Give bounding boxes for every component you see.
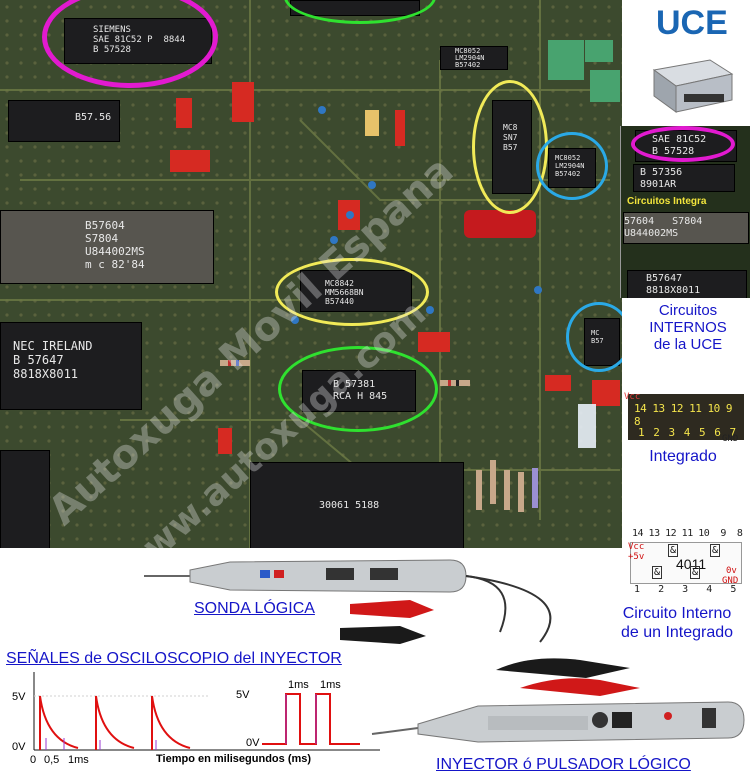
square-wave <box>262 693 360 745</box>
pulse-low-label: 0V <box>246 737 260 749</box>
pinout-chip: Vcc 14 13 12 11 10 9 8 1 2 3 4 5 6 7 GND <box>624 392 744 444</box>
decay-pulses <box>39 695 191 750</box>
gate-symbol-2: & <box>710 544 721 557</box>
lm2904-top-chip: MC8052 LM2904N B57402 <box>440 46 508 70</box>
sonda-logica-link[interactable]: SONDA LÓGICA <box>194 600 315 617</box>
yellow-highlight-ring <box>275 258 429 326</box>
integrado-caption: Integrado <box>649 448 717 465</box>
pinout-gnd: GND <box>722 434 739 444</box>
gate-chip-number: 4011 <box>676 556 707 572</box>
inset-chip-d: B57647 8818X8011 <box>627 270 747 298</box>
b57604-chip: B57604 S7804 U844002MS m c 82'84 <box>0 210 214 284</box>
gate-diagram: 14 13 12 11 10 9 8 Vcc +5v 4011 & & & & … <box>622 528 748 596</box>
decay-pulse-3 <box>151 695 191 750</box>
pink-highlight-ring <box>42 0 218 88</box>
gate-gnd: GND <box>722 576 739 586</box>
gate-vcc: Vcc <box>628 542 645 552</box>
b57604-chip-label: B57604 S7804 U844002MS m c 82'84 <box>85 219 145 271</box>
circuitos-internos-caption: Circuitos INTERNOS de la UCE <box>649 302 727 353</box>
decay-pulse-2 <box>95 695 135 750</box>
gate-plus5v: +5v <box>628 552 645 562</box>
x-axis-label: Tiempo en milisegundos (ms) <box>156 753 311 765</box>
gate-bottom-pins: 1 2 3 4 5 6 7 <box>634 584 737 595</box>
gate-chip-outline <box>630 542 742 584</box>
yellow-highlight-ring-vertical <box>472 80 548 214</box>
nec-chip-label: NEC IRELAND B 57647 8818X8011 <box>13 339 93 381</box>
pulse-width-1: 1ms <box>288 679 309 691</box>
x-tick-0: 0 <box>30 754 36 766</box>
inset-chip-d-label: B57647 8818X8011 <box>646 273 701 296</box>
inyector-link[interactable]: INYECTOR ó PULSADOR LÓGICO <box>436 756 691 773</box>
inset-banner: Circuitos Integra <box>627 196 707 207</box>
lm2904-top-chip-label: MC8052 LM2904N B57402 <box>455 47 485 69</box>
pinout-top-pins: 14 13 12 11 10 9 8 <box>634 402 732 428</box>
green-highlight-ring <box>278 346 438 432</box>
uce-title: UCE <box>656 4 728 42</box>
gate-symbol-1: & <box>668 544 679 557</box>
uce-inset-photo: SAE 81C52 B 57528 B 57356 8901AR Circuit… <box>620 126 750 298</box>
time-markers <box>45 738 157 750</box>
logic-probe-icon <box>144 559 552 643</box>
pinout-bottom-pins: 1 2 3 4 5 6 7 <box>638 426 738 439</box>
oscilloscope-chart: 5V 0V 0 0,5 1ms 5V 0V 1ms 1ms Tiempo en … <box>12 672 380 766</box>
decay-pulse-1 <box>39 695 79 750</box>
b5756-chip-label: B57.56 <box>75 112 112 123</box>
inset-chip-c: 57604 S7804 U844002MS <box>623 212 749 244</box>
pcb-photo: SIEMENS SAE 81C52 P 8844 B 57528 B57.56 … <box>0 0 622 548</box>
circuito-interno-caption: Circuito Interno de un Integrado <box>620 605 734 641</box>
inset-chip-b-label: B 57356 8901AR <box>640 167 683 190</box>
pulser-clip-icon <box>496 658 640 696</box>
logic-pulser-icon <box>371 701 745 743</box>
pinout-vcc: Vcc <box>624 392 641 402</box>
y-low-label: 0V <box>12 741 26 753</box>
x-tick-1ms: 1ms <box>68 754 89 766</box>
inset-pink-ring <box>631 126 735 162</box>
gate-symbol-3: & <box>652 566 663 579</box>
gate-symbol-4: & <box>690 566 701 579</box>
cyan-highlight-ring-top <box>536 132 608 200</box>
left-bottom-chip <box>0 450 50 548</box>
gate-top-pins: 14 13 12 11 10 9 8 <box>632 528 743 539</box>
gate-zero-v: 0v <box>726 566 737 576</box>
alligator-clip-icon <box>340 600 434 644</box>
x-tick-05: 0,5 <box>44 754 59 766</box>
cyan-highlight-ring <box>566 302 622 372</box>
inset-chip-c-label: 57604 S7804 U844002MS <box>624 216 703 239</box>
y-high-label: 5V <box>12 691 26 703</box>
pulse-high-label: 5V <box>236 689 250 701</box>
senales-link[interactable]: SEÑALES de OSCILOSCOPIO del INYECTOR <box>6 650 342 667</box>
pulse-width-2: 1ms <box>320 679 341 691</box>
b5756-chip: B57.56 <box>8 100 120 142</box>
inset-chip-b: B 57356 8901AR <box>633 164 735 192</box>
ecu-module-icon <box>652 59 734 113</box>
nec-chip: NEC IRELAND B 57647 8818X8011 <box>0 322 142 410</box>
bottom-chip-label: 30061 5188 <box>319 500 380 511</box>
bottom-chip: 30061 5188 <box>250 462 464 548</box>
